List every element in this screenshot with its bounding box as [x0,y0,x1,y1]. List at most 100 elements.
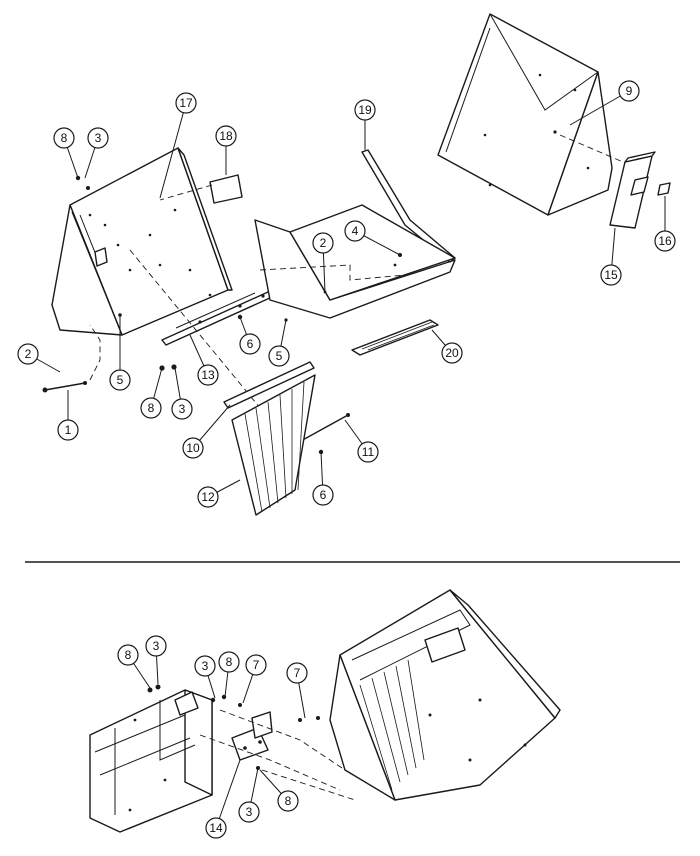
callout-18: 18 [215,125,237,147]
callout-circle [53,127,75,149]
callout-circle [17,343,39,365]
callout-number: 2 [320,236,327,250]
callout-circle [197,486,219,508]
callout-8: 8 [140,397,162,419]
callout-number: 8 [61,131,68,145]
callout-leader-17 [159,102,187,199]
callout-6: 6 [239,333,261,355]
callout-15: 15 [600,264,622,286]
callout-number: 18 [219,129,233,143]
curtain-panel [231,374,316,516]
callout-circle [654,230,676,252]
callout-number: 16 [658,234,672,248]
right-housing-assembly [437,13,613,216]
callout-number: 13 [201,368,215,382]
callout-number: 10 [186,441,200,455]
callout-8: 8 [117,644,139,666]
left-hood-assembly [51,147,233,336]
callout-circle [197,364,219,386]
callout-circle [215,125,237,147]
callout-5: 5 [109,369,131,391]
callout-number: 3 [179,402,186,416]
callout-circle [238,801,260,823]
callout-number: 12 [201,490,215,504]
callout-circle [245,654,267,676]
callout-number: 8 [148,401,155,415]
callout-leader-9 [569,90,630,126]
callout-4: 4 [344,220,366,242]
callout-circle [286,662,308,684]
rail [223,361,315,409]
callout-number: 6 [247,337,254,351]
callout-2: 2 [17,343,39,365]
callout-7: 7 [245,654,267,676]
hopper-assembly [329,589,561,801]
callout-circle [145,635,167,657]
callout-number: 4 [352,224,359,238]
callout-circle [268,345,290,367]
callout-3: 3 [194,655,216,677]
callout-circle [194,655,216,677]
callout-circle [182,437,204,459]
callout-number: 20 [445,346,459,360]
callout-circle [109,369,131,391]
hinge-bracket [231,711,273,761]
callout-13: 13 [197,364,219,386]
callout-16: 16 [654,230,676,252]
callout-number: 2 [25,347,32,361]
callout-9: 9 [618,80,640,102]
callout-14: 14 [205,817,227,839]
callout-number: 3 [153,639,160,653]
callout-circle [357,441,379,463]
callout-circle [117,644,139,666]
callout-number: 11 [362,445,375,459]
callout-1: 1 [57,419,79,441]
callout-circle [312,232,334,254]
callout-circle [218,651,240,673]
callout-number: 6 [320,488,327,502]
callout-number: 8 [285,794,292,808]
callout-number: 9 [626,84,633,98]
callout-circle [618,80,640,102]
callout-number: 3 [95,131,102,145]
callout-circle [205,817,227,839]
decal [209,174,243,204]
callout-number: 14 [209,821,223,835]
control-box [609,151,656,229]
callout-3: 3 [238,801,260,823]
callout-3: 3 [87,127,109,149]
callout-number: 3 [246,805,253,819]
callout-number: 8 [226,655,233,669]
callout-number: 1 [65,423,72,437]
callout-circle [441,342,463,364]
label-plate [657,182,671,196]
callout-circle [600,264,622,286]
callout-number: 7 [253,658,260,672]
callout-5: 5 [268,345,290,367]
callout-circle [140,397,162,419]
callout-10: 10 [182,437,204,459]
callout-11: 11 [357,441,379,463]
grate-plate [351,319,439,356]
bracket-frame [89,684,213,833]
callout-8: 8 [277,790,299,812]
callout-number: 5 [117,373,124,387]
bolt [42,381,87,393]
callout-number: 17 [179,96,193,110]
callout-number: 3 [202,659,209,673]
callout-circle [175,92,197,114]
callout-12: 12 [197,486,219,508]
callout-19: 19 [354,99,376,121]
callout-8: 8 [53,127,75,149]
callout-number: 8 [125,648,132,662]
callout-leader-14 [215,759,241,829]
callout-circle [57,419,79,441]
callout-3: 3 [171,398,193,420]
callout-circle [312,484,334,506]
callout-number: 15 [604,268,618,282]
callout-circle [344,220,366,242]
callout-3: 3 [145,635,167,657]
callout-7: 7 [286,662,308,684]
callout-number: 7 [294,666,301,680]
